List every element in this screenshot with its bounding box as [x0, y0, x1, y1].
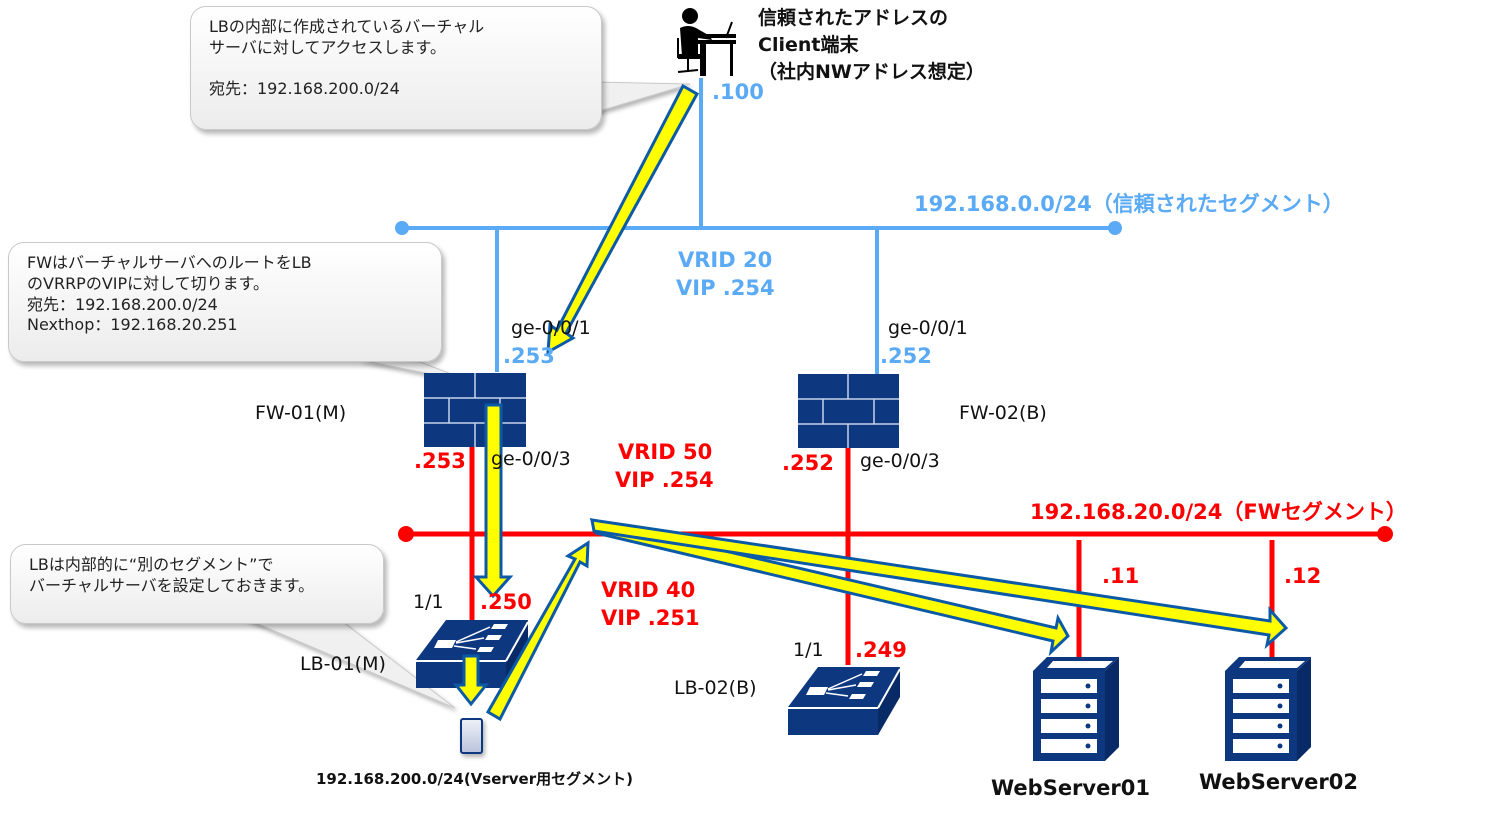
fw01-upper-port: ge-0/0/1 — [511, 317, 591, 339]
load-balancer-icon — [416, 620, 529, 688]
trusted-vrid: VRID 20 — [678, 248, 773, 272]
flow-arrow-lb-to-vs — [452, 654, 490, 707]
client-ip: .100 — [712, 80, 764, 104]
firewall-icon — [424, 373, 526, 447]
fw01-lower-port: ge-0/0/3 — [491, 448, 571, 470]
lb-vrid: VRID 40 — [601, 578, 696, 602]
client-title-line: 信頼されたアドレスの — [758, 7, 949, 29]
callout-line — [209, 59, 583, 80]
flow-arrow-fw-to-lb — [472, 403, 514, 599]
callout-line: バーチャルサーバを設定しておきます。 — [29, 575, 315, 595]
server-icon — [1225, 657, 1311, 761]
virtual-server-icon — [460, 718, 483, 754]
fw01-upper-ip: .253 — [503, 344, 555, 368]
lb02-ip: .249 — [855, 638, 907, 662]
lb02-name: LB-02(B) — [674, 677, 757, 699]
server-icon — [1033, 657, 1119, 761]
callout-lb-segment: LBは内部的に“別のセグメント”で バーチャルサーバを設定しておきます。 — [10, 544, 384, 624]
web01-ip: .11 — [1102, 564, 1140, 588]
fw-segment-label: 192.168.20.0/24（FWセグメント） — [1030, 500, 1407, 524]
web01-name: WebServer01 — [991, 776, 1150, 800]
fw02-lower-port: ge-0/0/3 — [860, 450, 940, 472]
fw02-name: FW-02(B) — [959, 402, 1047, 424]
lb-vip: VIP .251 — [601, 606, 700, 630]
callout-line: のVRRPのVIPに対して切ります。 — [27, 273, 270, 293]
callout-line: Nexthop：192.168.20.251 — [27, 315, 238, 335]
person-at-desk-icon — [677, 8, 736, 76]
web02-name: WebServer02 — [1199, 770, 1358, 794]
load-balancer-icon — [788, 667, 901, 735]
web02-ip: .12 — [1284, 564, 1322, 588]
firewall-icon — [798, 374, 899, 448]
callout-line: LBは内部的に“別のセグメント”で — [29, 555, 274, 574]
fw02-lower-ip: .252 — [782, 451, 834, 475]
fw01-lower-ip: .253 — [414, 449, 466, 473]
callout-line: サーバに対してアクセスします。 — [209, 37, 446, 57]
client-title-line: Client端末 — [758, 34, 859, 56]
flow-arrow-vs-to-vip — [485, 540, 590, 722]
lb01-name: LB-01(M) — [300, 653, 386, 675]
flow-arrow-client-to-fw — [546, 83, 700, 355]
trusted-segment-label: 192.168.0.0/24（信頼されたセグメント） — [914, 192, 1344, 216]
callout-line: FWはバーチャルサーバへのルートをLB — [27, 253, 312, 272]
callout-fw-route: FWはバーチャルサーバへのルートをLB のVRRPのVIPに対して切ります。 宛… — [8, 242, 442, 362]
flow-arrows — [452, 83, 1289, 722]
lb01-ip: .250 — [480, 590, 532, 614]
trusted-vip: VIP .254 — [676, 276, 775, 300]
callout-line: 宛先：192.168.200.0/24 — [27, 294, 218, 314]
lb02-port: 1/1 — [793, 639, 824, 661]
client-title-line: （社内NWアドレス想定） — [758, 61, 985, 83]
fw-vip: VIP .254 — [615, 468, 714, 492]
flow-arrow-vip-to-web02 — [590, 518, 1289, 650]
callout-client-access: LBの内部に作成されているバーチャル サーバに対してアクセスします。 宛先：19… — [190, 6, 602, 130]
fw-vrid: VRID 50 — [618, 440, 713, 464]
fw02-upper-port: ge-0/0/1 — [888, 317, 968, 339]
flow-arrow-vip-to-web01 — [589, 517, 1070, 657]
callout-line: 宛先：192.168.200.0/24 — [209, 79, 400, 99]
callout-line: LBの内部に作成されているバーチャル — [209, 17, 485, 36]
trusted-segment — [395, 78, 1122, 374]
fw02-upper-ip: .252 — [880, 344, 932, 368]
fw01-name: FW-01(M) — [255, 402, 347, 424]
vserver-segment-label: 192.168.200.0/24(Vserver用セグメント) — [316, 770, 633, 788]
lb01-port: 1/1 — [413, 591, 444, 613]
